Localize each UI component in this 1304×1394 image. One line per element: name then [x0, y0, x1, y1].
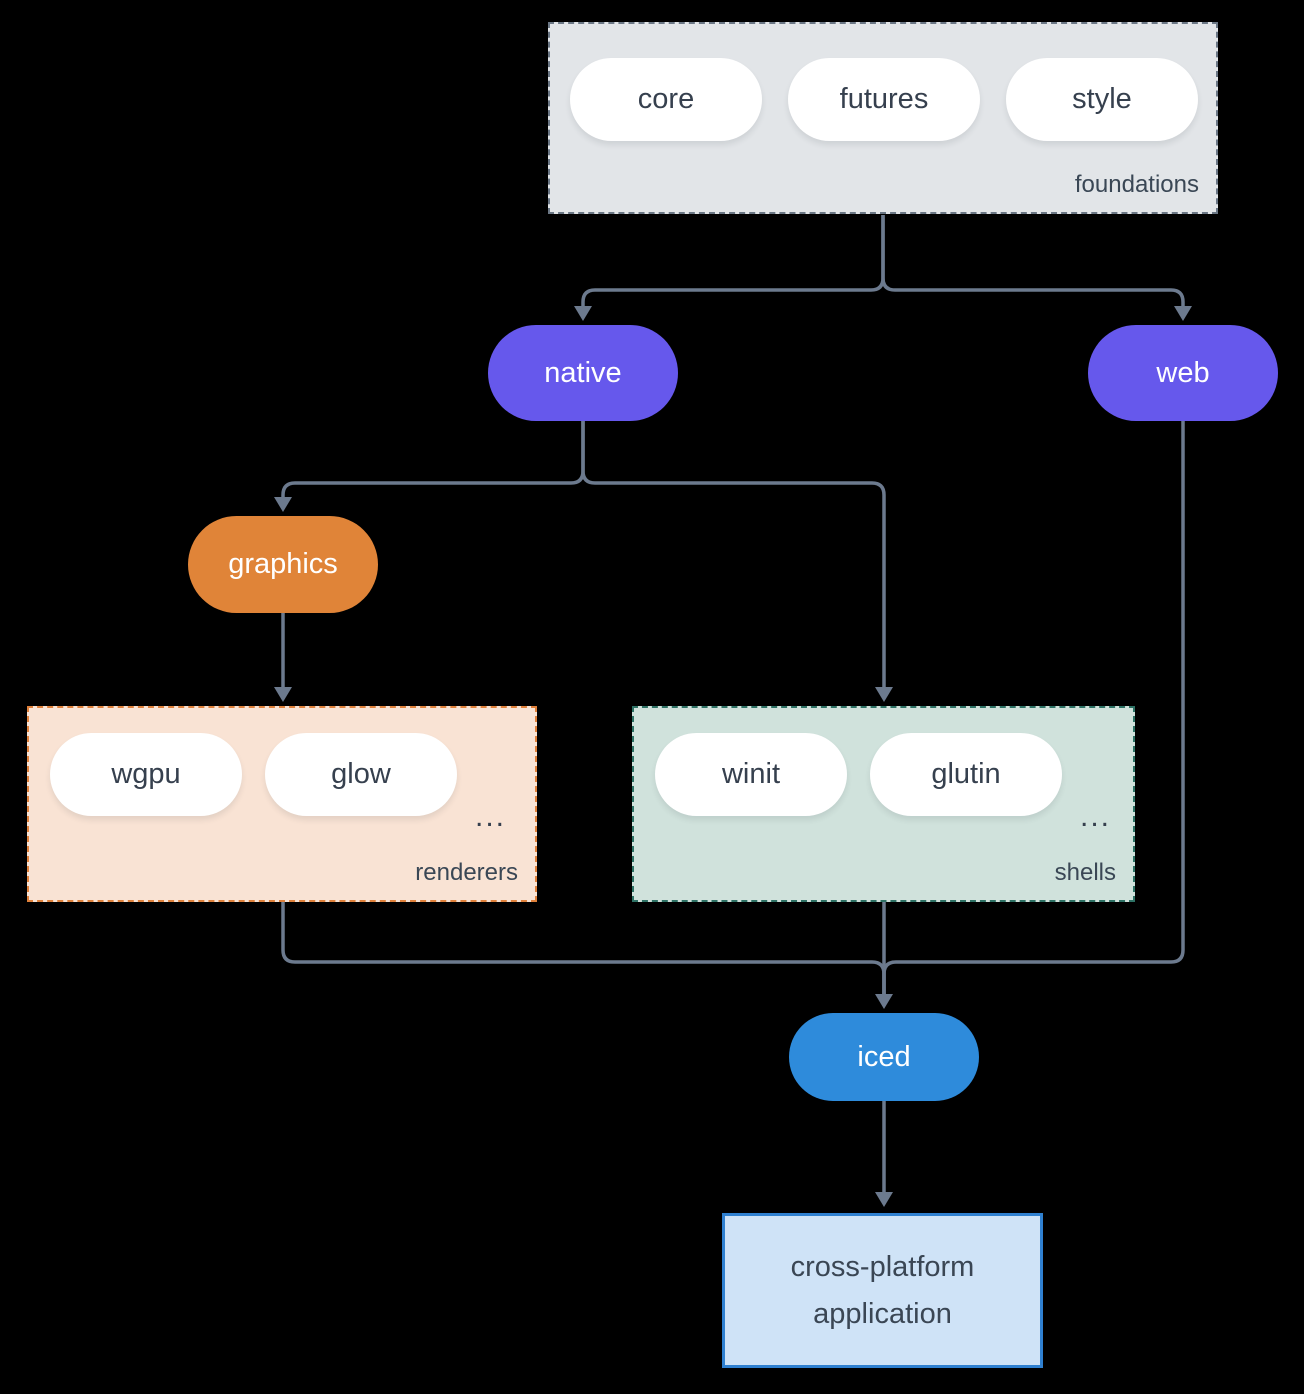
application-line-2: application	[813, 1297, 952, 1330]
arrowhead-native	[574, 306, 592, 321]
shells-group: winit glutin ... shells	[632, 706, 1135, 902]
arrowhead-renderers	[274, 687, 292, 702]
application-box: cross-platform application	[722, 1213, 1043, 1368]
application-line-1: cross-platform	[790, 1250, 975, 1283]
node-native: native	[488, 325, 678, 421]
pill-core: core	[570, 58, 762, 141]
arrowhead-shells	[875, 687, 893, 702]
pill-glutin: glutin	[870, 733, 1062, 816]
foundations-pills: core futures style	[570, 58, 1198, 141]
arrowhead-graphics	[274, 497, 292, 512]
node-web: web	[1088, 325, 1278, 421]
renderers-ellipsis: ...	[475, 799, 507, 833]
shells-pills: winit glutin	[655, 733, 1062, 816]
shells-label: shells	[1054, 859, 1116, 886]
arrowhead-web	[1174, 306, 1192, 321]
pill-winit: winit	[655, 733, 847, 816]
shells-ellipsis: ...	[1080, 799, 1112, 833]
renderers-pills: wgpu glow	[50, 733, 457, 816]
pill-wgpu: wgpu	[50, 733, 242, 816]
arrowhead-application	[875, 1192, 893, 1207]
renderers-group: wgpu glow ... renderers	[27, 706, 537, 902]
arrowhead-iced	[875, 994, 893, 1009]
edge-native-shells	[581, 421, 886, 689]
foundations-group: core futures style foundations	[548, 22, 1218, 214]
renderers-label: renderers	[415, 859, 518, 886]
edge-native-graphics	[281, 421, 585, 499]
pill-glow: glow	[265, 733, 457, 816]
edge-renderers-iced	[281, 902, 886, 996]
pill-futures: futures	[788, 58, 980, 141]
edge-foundations-native	[581, 215, 885, 308]
node-graphics: graphics	[188, 516, 378, 613]
pill-style: style	[1006, 58, 1198, 141]
foundations-label: foundations	[1074, 171, 1199, 198]
node-iced: iced	[789, 1013, 979, 1101]
edge-foundations-web	[881, 215, 1185, 308]
